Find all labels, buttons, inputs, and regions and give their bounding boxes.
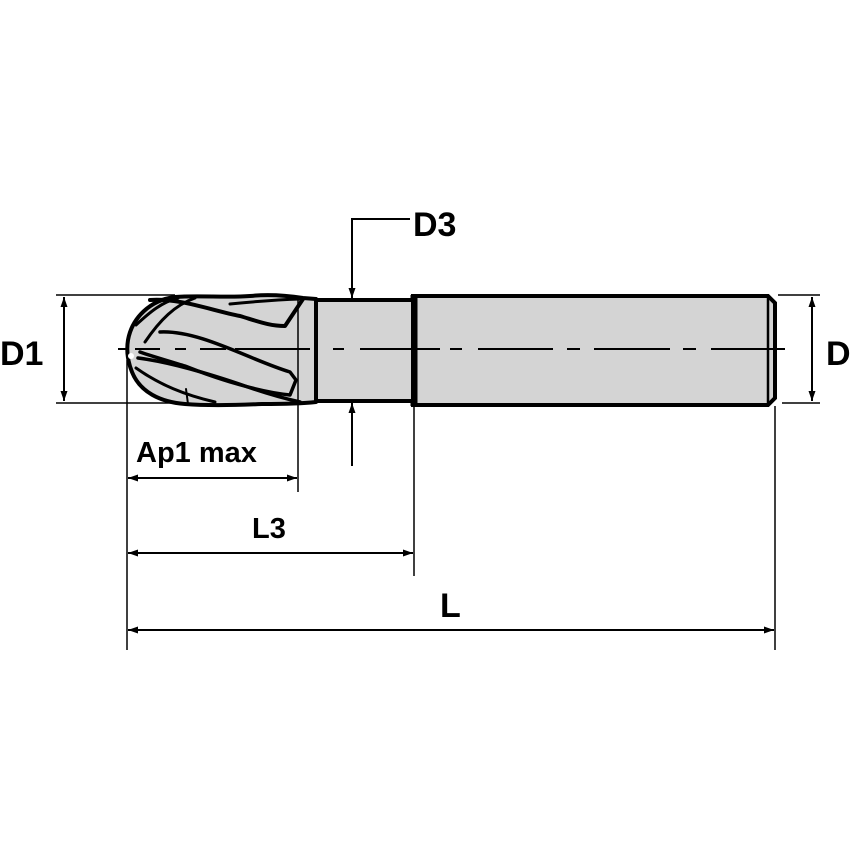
label-ap1-max: Ap1 max bbox=[136, 437, 257, 469]
cutting-head bbox=[125, 293, 318, 408]
label-d: D bbox=[826, 335, 851, 373]
shank bbox=[410, 294, 777, 407]
label-d3: D3 bbox=[413, 206, 456, 244]
dimension-d3 bbox=[348, 218, 410, 466]
neck bbox=[314, 298, 415, 403]
label-d1: D1 bbox=[0, 335, 43, 373]
dimension-d1 bbox=[56, 294, 180, 404]
dimension-d bbox=[778, 294, 820, 404]
label-l: L bbox=[440, 587, 461, 625]
extension-lines bbox=[126, 360, 776, 650]
label-l3: L3 bbox=[252, 513, 286, 545]
